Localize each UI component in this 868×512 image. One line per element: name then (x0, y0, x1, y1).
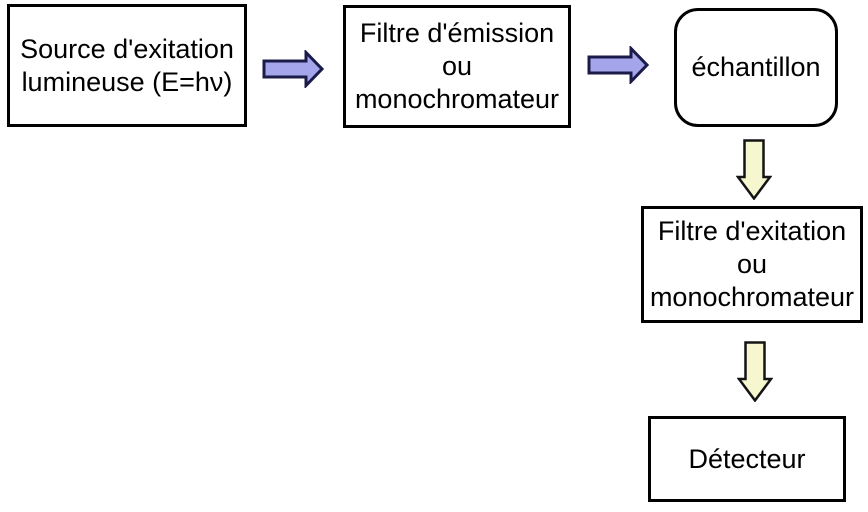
box-source-excitation: Source d'exitation lumineuse (E=hν) (7, 4, 247, 127)
right-arrow-icon (262, 50, 324, 88)
box-label-line: ou (736, 249, 768, 279)
box-label-line: ou (441, 51, 473, 81)
right-arrow-icon (587, 46, 649, 84)
box-label-line: monochromateur (649, 282, 855, 312)
right-arrow-shape (262, 50, 324, 88)
box-sample: échantillon (674, 8, 838, 127)
down-arrow-shape (736, 139, 772, 200)
box-label-line: monochromateur (354, 84, 560, 114)
box-label-line: Filtre d'émission (359, 18, 555, 48)
box-label-line: lumineuse (E=hν) (21, 66, 233, 97)
box-label-line: Filtre d'exitation (657, 216, 847, 246)
box-exitation-filter: Filtre d'exitation ou monochromateur (641, 206, 863, 323)
box-label-line: échantillon (691, 52, 821, 82)
box-label-line: Détecteur (688, 443, 806, 474)
box-emission-filter: Filtre d'émission ou monochromateur (343, 5, 571, 128)
down-arrow-icon (737, 341, 773, 402)
down-arrow-shape (737, 341, 773, 402)
box-detector: Détecteur (648, 416, 846, 502)
down-arrow-icon (736, 139, 772, 200)
box-label-line: Source d'exitation (20, 33, 234, 64)
right-arrow-shape (587, 46, 649, 84)
